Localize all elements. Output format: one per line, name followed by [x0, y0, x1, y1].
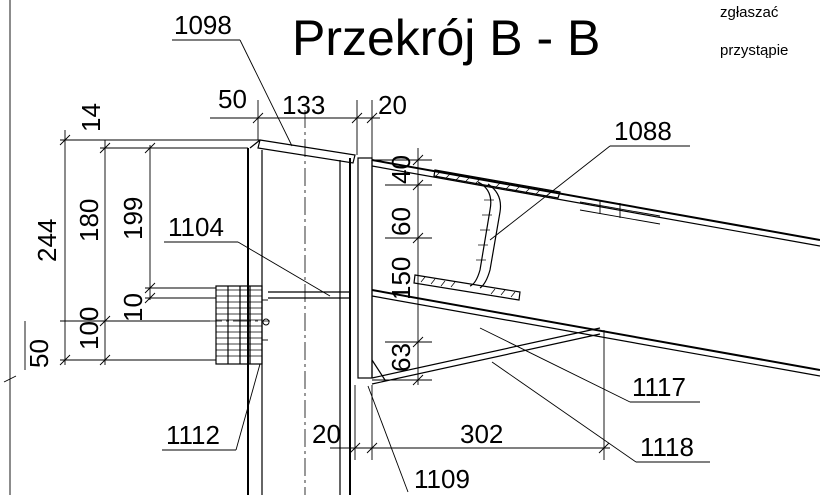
dim-bottom-20: 20: [312, 419, 341, 449]
label-1118: 1118: [640, 432, 694, 462]
haunch-brace: [371, 327, 601, 385]
leader-1118: [491, 361, 710, 463]
label-1109: 1109: [414, 464, 470, 494]
dim-top-50: 50: [218, 84, 247, 114]
leader-1112: [162, 363, 261, 451]
label-1117: 1117: [632, 372, 686, 402]
label-1098: 1098: [174, 10, 232, 40]
dim-top-133: 133: [282, 90, 325, 120]
left-dimension-lines: [24, 130, 260, 370]
dim-left-199: 199: [118, 197, 148, 240]
border-tick: [3, 375, 17, 383]
dim-left-100: 100: [74, 307, 104, 350]
end-plate: [357, 157, 373, 379]
top-dimension-line: [210, 100, 380, 160]
label-1104: 1104: [168, 212, 224, 242]
dim-left-180: 180: [74, 199, 104, 242]
column-section: [247, 110, 351, 495]
label-1112: 1112: [166, 420, 220, 450]
cap-plate-1098: [249, 139, 356, 164]
dim-vert-150: 150: [386, 257, 416, 300]
leader-1109: [367, 385, 409, 493]
purlin-1088: [413, 169, 561, 301]
leader-1117: [479, 327, 700, 403]
drawing-title: Przekrój B - B: [292, 10, 600, 66]
dim-left-14: 14: [76, 103, 106, 132]
rafter-beam: [371, 159, 820, 377]
note-line-1: zgłaszać: [720, 4, 779, 21]
endplate-dimension-lines: [372, 148, 432, 386]
note-line-2: przystąpie: [720, 42, 788, 59]
leader-1088: [489, 145, 690, 241]
label-1088: 1088: [614, 116, 672, 146]
dim-bottom-302: 302: [460, 419, 503, 449]
leader-1104: [164, 241, 331, 297]
bolt-block-1112: [215, 285, 270, 365]
dim-vert-40: 40: [386, 155, 416, 184]
dim-left-10: 10: [118, 293, 148, 322]
dim-left-50: 50: [24, 339, 54, 368]
dim-vert-60: 60: [386, 207, 416, 236]
dim-left-244: 244: [32, 219, 62, 262]
leader-1098: [172, 39, 293, 147]
dim-top-20: 20: [378, 90, 407, 120]
dim-vert-63: 63: [386, 343, 416, 372]
